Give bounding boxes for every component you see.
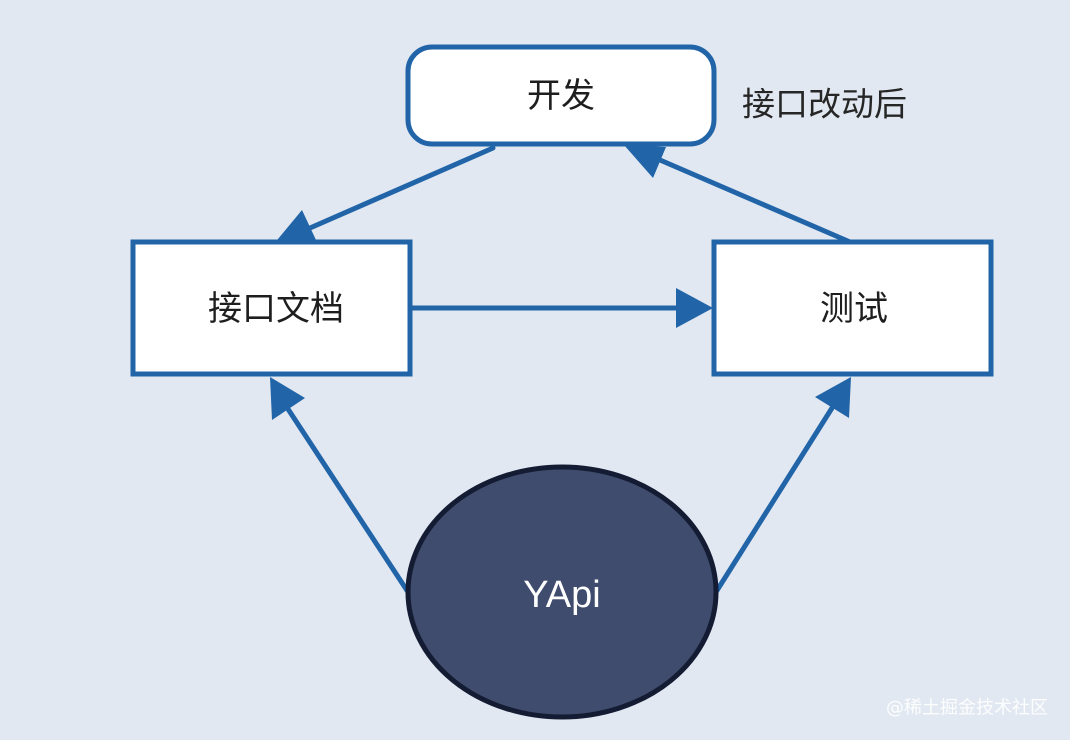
node-test-box (711, 239, 994, 377)
edges (270, 145, 853, 595)
node-test-label: 测试 (820, 289, 888, 329)
node-yapi-ellipse (405, 464, 719, 720)
edge-yapi-to-test (713, 405, 835, 595)
node-dev-box (405, 44, 717, 147)
arrowhead-api-doc-to-test (676, 288, 713, 328)
edge-yapi-to-api-doc (285, 406, 411, 595)
arrowhead-yapi-to-test (815, 377, 851, 418)
annotation-after-change: 接口改动后 (742, 85, 907, 124)
edge-test-to-dev (657, 157, 853, 245)
arrowhead-test-to-dev (624, 145, 666, 178)
node-dev-label: 开发 (527, 76, 595, 116)
node-test: 测试 (711, 239, 994, 377)
arrowhead-yapi-to-api-doc (270, 377, 305, 420)
node-yapi-label: YApi (523, 574, 600, 616)
node-dev: 开发 (405, 44, 717, 147)
node-api-doc-label: 接口文档 (208, 289, 344, 329)
arrowhead-dev-to-api-doc (273, 210, 316, 245)
node-api-doc-box (130, 239, 413, 377)
node-yapi: YApi (405, 464, 719, 720)
watermark-text: @稀土掘金技术社区 (886, 698, 1048, 719)
node-api-doc: 接口文档 (130, 239, 413, 377)
edge-dev-to-api-doc (307, 145, 496, 231)
